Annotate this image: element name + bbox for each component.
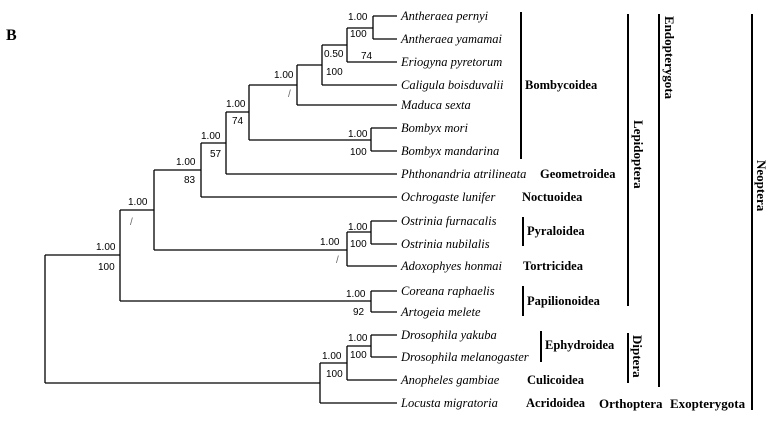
taxon-label: Locusta migratoria [400,396,498,410]
label-ephydroidea: Ephydroidea [545,338,615,352]
posterior-value: 1.00 [96,242,116,253]
taxon-label: Bombyx mori [401,121,469,135]
posterior-value: 1.00 [274,70,294,81]
posterior-value: 1.00 [176,157,196,168]
taxon-label: Ochrogaste lunifer [401,190,495,204]
posterior-value: 0.50 [324,49,344,60]
superfamily-annotations: Bombycoidea Geometroidea Noctuoidea Pyra… [520,12,616,410]
label-neoptera: Neoptera [754,160,769,212]
posterior-value: 1.00 [348,333,368,344]
bootstrap-value: 74 [361,51,373,62]
taxon-label: Bombyx mandarina [401,144,499,158]
taxon-labels: Antheraea pernyi Antheraea yamamai Eriog… [400,9,529,410]
bootstrap-value: 100 [326,67,343,78]
label-papilionoidea: Papilionoidea [527,294,601,308]
bootstrap-value: 100 [326,369,343,380]
bootstrap-value: 57 [210,149,222,160]
bootstrap-value: 83 [184,175,196,186]
label-tortricidea: Tortricidea [523,259,584,273]
taxon-label: Phthonandria atrilineata [400,167,526,181]
posterior-value: 1.00 [201,131,221,142]
taxon-label: Antheraea pernyi [400,9,489,23]
posterior-value: 1.00 [322,351,342,362]
bootstrap-value: / [130,217,133,228]
support-values: 1.00 100 74 0.50 100 1.00 / 1.00 74 1.00… [96,12,373,380]
bootstrap-value: / [288,89,291,100]
taxon-label: Antheraea yamamai [400,32,503,46]
bootstrap-value: 100 [350,29,367,40]
order-annotations: Lepidoptera Diptera Orthoptera Endoptery… [599,14,769,411]
bootstrap-value: 92 [353,307,365,318]
label-culicoidea: Culicoidea [527,373,585,387]
label-lepidoptera: Lepidoptera [631,120,646,189]
posterior-value: 1.00 [226,99,246,110]
bootstrap-value: 74 [232,116,244,127]
taxon-label: Adoxophyes honmai [400,259,503,273]
taxon-label: Drosophila yakuba [400,328,497,342]
label-pyraloidea: Pyraloidea [527,224,585,238]
posterior-value: 1.00 [348,129,368,140]
posterior-value: 1.00 [346,289,366,300]
taxon-label: Anopheles gambiae [400,373,500,387]
tree-branches [44,15,397,404]
label-orthoptera: Orthoptera [599,396,663,411]
posterior-value: 1.00 [348,12,368,23]
label-bombycoidea: Bombycoidea [525,78,598,92]
taxon-label: Artogeia melete [400,305,481,319]
panel-label: B [6,27,17,44]
posterior-value: 1.00 [348,222,368,233]
bootstrap-value: / [336,255,339,266]
posterior-value: 1.00 [320,237,340,248]
label-geometroidea: Geometroidea [540,167,616,181]
taxon-label: Ostrinia furnacalis [401,214,497,228]
posterior-value: 1.00 [128,197,148,208]
taxon-label: Drosophila melanogaster [400,350,529,364]
label-noctuoidea: Noctuoidea [522,190,583,204]
bootstrap-value: 100 [98,262,115,273]
taxon-label: Ostrinia nubilalis [401,237,490,251]
label-acridoidea: Acridoidea [526,396,586,410]
label-endopterygota: Endopterygota [662,16,677,100]
label-diptera: Diptera [630,335,645,378]
label-exopterygota: Exopterygota [670,396,746,411]
bootstrap-value: 100 [350,147,367,158]
taxon-label: Maduca sexta [400,98,471,112]
bootstrap-value: 100 [350,239,367,250]
taxon-label: Coreana raphaelis [401,284,495,298]
taxon-label: Eriogyna pyretorum [400,55,502,69]
bootstrap-value: 100 [350,350,367,361]
taxon-label: Caligula boisduvalii [401,78,504,92]
